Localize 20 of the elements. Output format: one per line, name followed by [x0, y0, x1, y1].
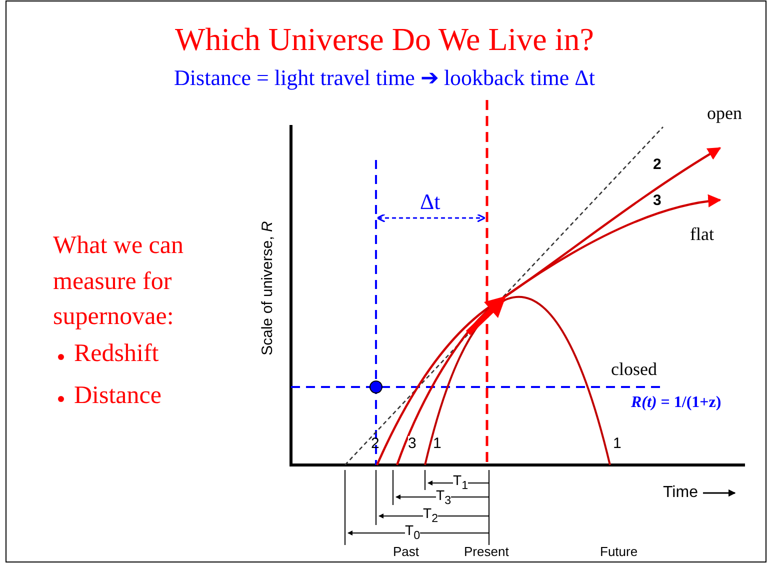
curve-number: 1 [613, 436, 622, 452]
axis-title: Time [663, 484, 698, 502]
title: Which Universe Do We Live in? [174, 22, 595, 58]
dimension-label: Δt [420, 190, 440, 214]
curve-label: closed [611, 360, 657, 380]
formula: R(t) = 1/(1+z) [631, 394, 722, 412]
axis-label: Past [393, 545, 420, 560]
curve-number: 2 [371, 436, 380, 452]
axis-label: Present [464, 545, 509, 560]
curve-label: flat [690, 225, 714, 245]
curve-number: 3 [653, 193, 662, 210]
subtitle: Distance = light travel time ➔ lookback time Δt [173, 66, 596, 90]
axis-title: Scale of universe, R [260, 220, 276, 358]
curve-number: 1 [433, 436, 442, 452]
axis-label: Future [600, 545, 638, 560]
curve-label: open [707, 104, 742, 124]
bullet-item: Distance [74, 382, 162, 410]
body-text: What we can measure for supernovae: [53, 231, 184, 332]
curve-number: 2 [653, 157, 662, 174]
bullet-item: Redshift [74, 340, 159, 368]
